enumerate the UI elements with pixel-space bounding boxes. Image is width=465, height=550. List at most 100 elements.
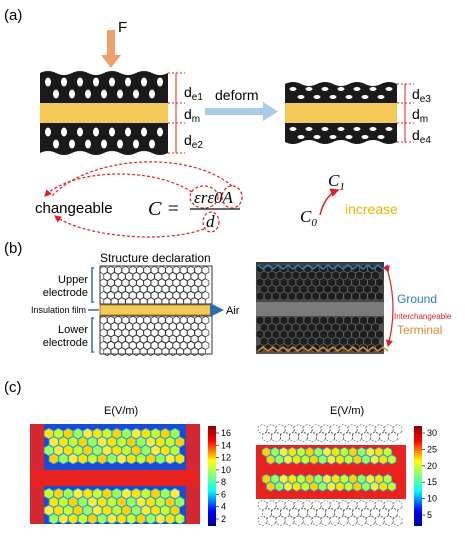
mesh-cell bbox=[355, 322, 364, 333]
schematic-cell bbox=[99, 328, 108, 338]
panel-a-label: (a) bbox=[4, 7, 22, 24]
field-cell bbox=[150, 427, 161, 440]
formula-numerator: εrε0A bbox=[194, 188, 234, 207]
field-cell bbox=[361, 481, 371, 492]
panel-c-label: (c) bbox=[4, 379, 22, 396]
dim-de1: de1 bbox=[184, 84, 203, 103]
mesh-cell bbox=[303, 315, 312, 326]
field-cell bbox=[155, 436, 166, 448]
mesh-cell bbox=[315, 322, 324, 333]
colorbar-right-tick-label: 30 bbox=[427, 428, 437, 438]
outline-cell bbox=[343, 507, 353, 519]
field-cell bbox=[344, 454, 354, 465]
outline-cell bbox=[325, 431, 335, 443]
schematic-cell bbox=[201, 265, 210, 275]
outline-cell bbox=[383, 515, 394, 527]
schematic-cell bbox=[103, 347, 112, 357]
field-cell bbox=[116, 496, 127, 508]
field-cell bbox=[116, 513, 127, 525]
schematic-cell bbox=[172, 290, 181, 300]
field-cell bbox=[58, 436, 69, 448]
mesh-cell bbox=[363, 284, 372, 294]
ground-label: Ground bbox=[397, 292, 437, 306]
mesh-cell bbox=[295, 277, 304, 288]
mesh-film bbox=[256, 302, 384, 316]
outline-cell bbox=[365, 515, 376, 527]
schematic-cell bbox=[132, 284, 141, 294]
outline-cell bbox=[379, 507, 389, 519]
mesh-cell bbox=[291, 270, 300, 281]
pore bbox=[369, 127, 377, 131]
colorbar-left-tick-label: 10 bbox=[221, 465, 231, 475]
mesh-cell bbox=[311, 291, 320, 301]
pore bbox=[77, 127, 83, 137]
outline-cell bbox=[289, 431, 299, 443]
mesh-cell bbox=[311, 277, 320, 288]
schematic-cell bbox=[114, 290, 122, 300]
mesh-cell bbox=[327, 277, 336, 288]
mesh-cell bbox=[263, 329, 272, 340]
outline-cell bbox=[388, 431, 398, 443]
pore bbox=[61, 127, 67, 137]
outline-cell bbox=[338, 515, 349, 527]
colorbar-left-tick-label: 2 bbox=[221, 514, 226, 524]
schematic-cell bbox=[190, 322, 199, 331]
formula-denominator: d bbox=[206, 212, 215, 231]
field-title-right: E(V/m) bbox=[330, 405, 364, 417]
field-cell bbox=[87, 496, 98, 508]
outline-cell bbox=[365, 499, 376, 511]
schematic-cell bbox=[190, 347, 199, 357]
schematic-cell bbox=[168, 347, 177, 357]
schematic-cell bbox=[99, 315, 108, 325]
pore bbox=[353, 87, 361, 91]
force-label: F bbox=[118, 19, 127, 36]
field-cell bbox=[318, 481, 328, 492]
schematic-cell bbox=[143, 315, 152, 325]
field-cell bbox=[48, 436, 59, 448]
pore bbox=[329, 135, 337, 139]
lower-electrode-label-2: electrode bbox=[43, 337, 88, 349]
terminal-boundary bbox=[257, 345, 389, 353]
field-cell bbox=[165, 496, 176, 508]
field-cell bbox=[155, 513, 166, 525]
schematic-cell bbox=[103, 284, 112, 294]
pore bbox=[345, 95, 353, 99]
mesh-cell bbox=[315, 336, 324, 346]
pore bbox=[353, 127, 361, 131]
mesh-cell bbox=[371, 284, 380, 294]
outline-cell bbox=[311, 515, 322, 527]
outline-cell bbox=[320, 423, 331, 435]
schematic-cell bbox=[190, 334, 199, 344]
mesh-cell bbox=[371, 270, 380, 281]
field-cell bbox=[68, 453, 79, 465]
sandwich-deformed bbox=[285, 82, 397, 144]
mesh-cell bbox=[315, 284, 324, 294]
schematic-cell bbox=[161, 272, 170, 281]
pore bbox=[305, 87, 313, 91]
field-cell bbox=[145, 496, 156, 508]
field-cell bbox=[169, 444, 181, 457]
field-cell bbox=[150, 504, 161, 517]
mesh-cell bbox=[319, 329, 328, 340]
field-cell bbox=[174, 496, 185, 508]
field-cell bbox=[292, 454, 302, 465]
schematic-cell bbox=[132, 272, 141, 281]
mesh-cell bbox=[331, 270, 340, 281]
interchangeable-label: Interchangeable bbox=[394, 312, 452, 321]
field-cell bbox=[370, 481, 380, 492]
outline-cell bbox=[352, 431, 362, 443]
mesh-cell bbox=[255, 329, 265, 340]
outline-cell bbox=[370, 431, 380, 443]
field-cell bbox=[155, 496, 166, 508]
field-cell bbox=[58, 496, 69, 508]
mesh-cell bbox=[259, 284, 269, 294]
outline-cell bbox=[262, 431, 272, 443]
pore bbox=[149, 139, 155, 149]
field-cell bbox=[352, 481, 362, 492]
field-cell bbox=[68, 513, 79, 525]
structure-schematic bbox=[99, 265, 213, 357]
field-cell bbox=[174, 513, 185, 525]
dimension-lines-left bbox=[168, 72, 185, 154]
colorbar-right-tick-label: 15 bbox=[427, 477, 437, 487]
